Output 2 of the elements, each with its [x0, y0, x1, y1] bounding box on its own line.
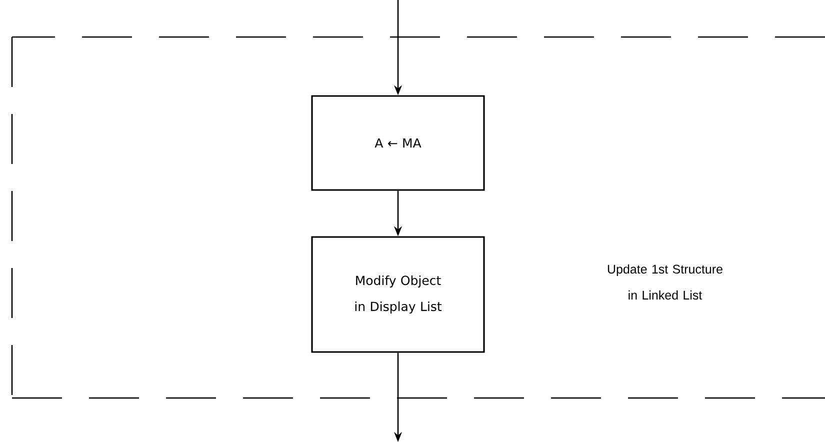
process-box: Modify Object in Display List — [311, 236, 485, 353]
process-box: A ← MA — [311, 95, 485, 191]
